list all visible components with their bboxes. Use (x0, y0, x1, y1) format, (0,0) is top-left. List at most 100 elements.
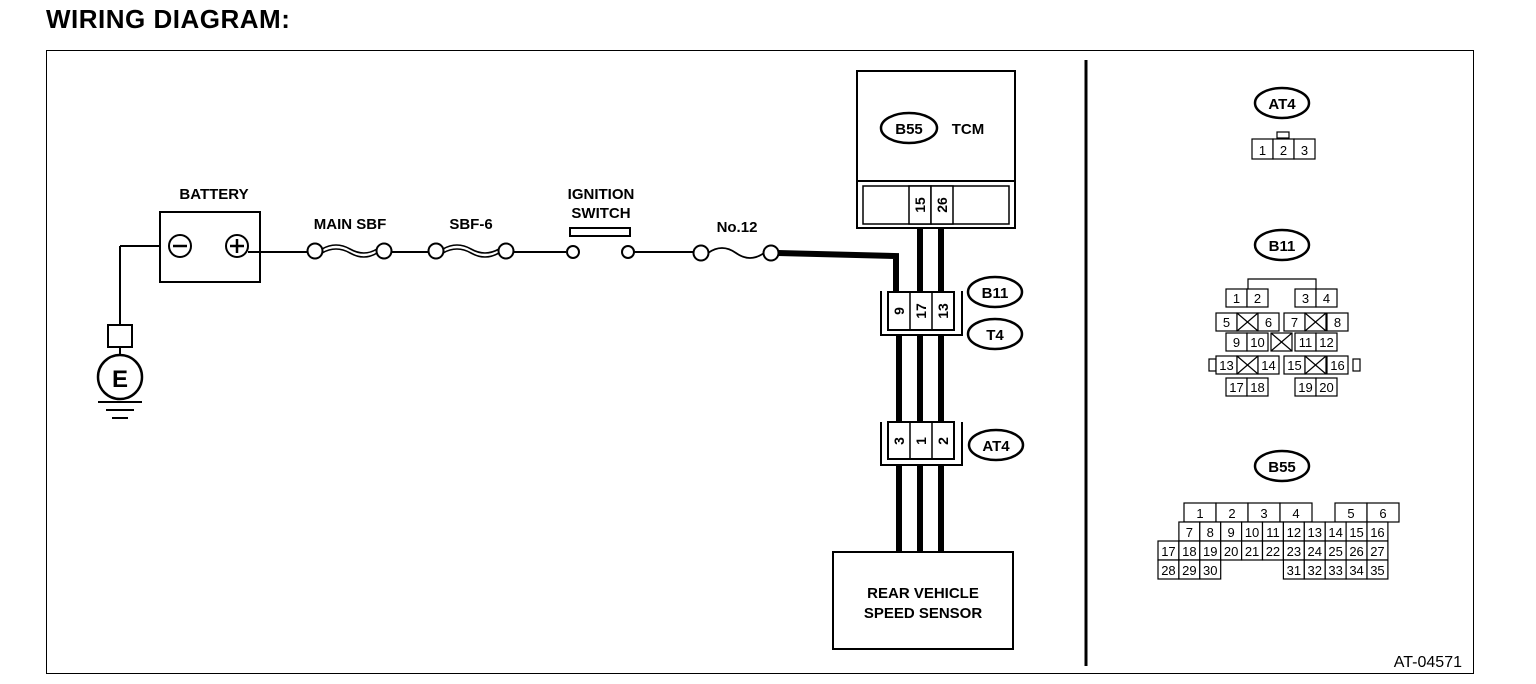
ground-label: E (112, 366, 128, 393)
b55-face-pin-11: 11 (1266, 525, 1280, 540)
at4-face-pin-2: 2 (1280, 143, 1287, 158)
empty-cavity-cross (1236, 312, 1259, 332)
ignition-switch-label-2: SWITCH (571, 205, 630, 222)
b55-face-label: B55 (1268, 459, 1296, 476)
b11-face-pin-2-cell (1246, 288, 1269, 308)
b11-face-pin-16: 16 (1330, 358, 1344, 373)
b11-face-pin-6: 6 (1265, 315, 1272, 330)
empty-cavity-cross (1236, 355, 1259, 375)
b55-face-pin-7: 7 (1186, 525, 1193, 540)
b11-face-pin-8: 8 (1334, 315, 1341, 330)
b55-face-pin-32: 32 (1308, 563, 1322, 578)
b55-face-pin-14: 14 (1328, 525, 1342, 540)
b11-face-pin-18: 18 (1250, 380, 1264, 395)
b11-face-pin-14: 14 (1261, 358, 1275, 373)
b11-pin-17: 17 (913, 303, 929, 319)
b11-label: B11 (982, 285, 1009, 302)
b55-face-pin-12: 12 (1287, 525, 1301, 540)
no12-fuse: No.12 (692, 219, 780, 262)
b11-pin-13: 13 (935, 303, 951, 319)
at4-pin-3: 3 (891, 437, 907, 445)
b55-face-pin-9: 9 (1228, 525, 1235, 540)
b11-face-pin-11: 11 (1299, 335, 1313, 350)
b11-face-pin-3: 3 (1302, 291, 1309, 306)
ignition-switch-label-1: IGNITION (568, 186, 635, 203)
b11-face-pin-9: 9 (1233, 335, 1240, 350)
battery: BATTERY (159, 186, 261, 283)
figure-id: AT-04571 (1394, 654, 1462, 671)
b55-face-pin-15: 15 (1349, 525, 1363, 540)
at4-pin-1: 1 (913, 437, 929, 445)
b11-face-pin-4-cell (1315, 288, 1338, 308)
rear-vehicle-speed-sensor: REAR VEHICLE SPEED SENSOR (832, 551, 1014, 650)
at4-label: AT4 (982, 438, 1010, 455)
battery-label: BATTERY (179, 186, 248, 203)
b11-face-pin-16-cell (1326, 355, 1349, 375)
b11-face-pin-20: 20 (1319, 380, 1333, 395)
sbf6-fuse: SBF-6 (427, 216, 515, 260)
thick-wires (777, 228, 944, 552)
sensor-label-2: SPEED SENSOR (864, 605, 983, 622)
b11-face-pin-20-cell (1315, 377, 1338, 397)
b55-face-pin-28: 28 (1161, 563, 1175, 578)
b55-face-pin-17: 17 (1161, 544, 1175, 559)
b55-face-pin-18: 18 (1182, 544, 1196, 559)
b11-face-pin-1: 1 (1233, 291, 1240, 306)
empty-cavity-cross (1270, 332, 1293, 352)
t4-label: T4 (986, 327, 1004, 344)
sbf6-label: SBF-6 (449, 216, 492, 233)
b11-pin-9: 9 (891, 307, 907, 315)
b55-face-pin-24: 24 (1308, 544, 1322, 559)
no12-label: No.12 (717, 219, 758, 236)
b11-face-pin-14-cell (1257, 355, 1280, 375)
b11-face-pin-6-cell (1257, 312, 1280, 332)
tcm-pin-26: 26 (934, 197, 950, 213)
b11-face-pin-7: 7 (1291, 315, 1298, 330)
b11-face-pin-12-cell (1315, 332, 1338, 352)
b11-face-pin-4: 4 (1323, 291, 1330, 306)
b55-face-pin-1: 1 (1196, 506, 1203, 521)
at4-face-label: AT4 (1268, 96, 1296, 113)
b55-face-pin-30: 30 (1203, 563, 1217, 578)
b55-face-pin-22: 22 (1266, 544, 1280, 559)
b11-face-label: B11 (1269, 238, 1296, 255)
b11-face-pin-8-cell (1326, 312, 1349, 332)
b11-face-pin-5: 5 (1223, 315, 1230, 330)
b11-face-pin-12: 12 (1319, 335, 1333, 350)
b55-face-pin-34: 34 (1349, 563, 1363, 578)
b55-face-pin-19: 19 (1203, 544, 1217, 559)
b55-face-pin-21: 21 (1245, 544, 1259, 559)
b11-face-pin-13: 13 (1219, 358, 1233, 373)
b55-face-pin-26: 26 (1349, 544, 1363, 559)
tcm-connector-label: B55 (895, 121, 923, 138)
b55-face-pin-6: 6 (1379, 506, 1386, 521)
b55-face-pin-10: 10 (1245, 525, 1259, 540)
page-title: WIRING DIAGRAM: (46, 4, 291, 34)
b55-face-pin-2: 2 (1228, 506, 1235, 521)
b11-face-pin-18-cell (1246, 377, 1269, 397)
tcm-pin-15: 15 (912, 197, 928, 213)
b11-t4-connector: 9 17 13 B11 T4 (880, 275, 1024, 351)
b55-face-pin-29: 29 (1182, 563, 1196, 578)
b55-face-pin-20: 20 (1224, 544, 1238, 559)
b11-face-pin-10-cell (1246, 332, 1269, 352)
b11-face-pin-15: 15 (1287, 358, 1301, 373)
b55-face-pin-35-cell (1366, 559, 1389, 580)
at4-face-pin-3-cell (1293, 138, 1316, 160)
b55-face-pin-3: 3 (1260, 506, 1267, 521)
at4-face-pin-3: 3 (1301, 143, 1308, 158)
b55-face-pin-5: 5 (1347, 506, 1354, 521)
b55-face-pin-13: 13 (1308, 525, 1322, 540)
ignition-switch: IGNITION SWITCH (566, 186, 635, 259)
b55-face-pin-8: 8 (1207, 525, 1214, 540)
thin-wires (119, 245, 695, 327)
b55-face-pin-33: 33 (1328, 563, 1342, 578)
b55-face-pin-16: 16 (1370, 525, 1384, 540)
b55-face-pin-31: 31 (1287, 563, 1301, 578)
b11-face-pin-19: 19 (1298, 380, 1312, 395)
b55-face-pin-30-cell (1199, 559, 1222, 580)
